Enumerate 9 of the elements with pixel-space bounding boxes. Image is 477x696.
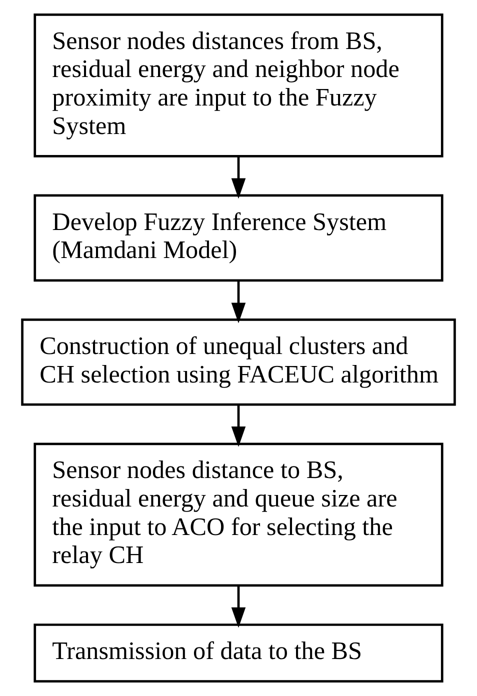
arrow [231,280,246,324]
node-box: Construction of unequal clusters and CH selection using FACEUC algorithm [21,318,456,406]
node-box: Sensor nodes distances from BS, residual energy and neighbor node proximity are input to the Fuzzy System [34,13,444,158]
arrow [231,156,246,199]
node-box: Develop Fuzzy Inference System (Mamdani Model) [34,194,444,282]
arrow [231,585,246,628]
node-box: Sensor nodes distance to BS, residual energy and queue size are the input to ACO for selecting the relay CH [34,442,444,587]
arrow [231,404,246,447]
node-box: Transmission of data to the BS [34,624,444,683]
